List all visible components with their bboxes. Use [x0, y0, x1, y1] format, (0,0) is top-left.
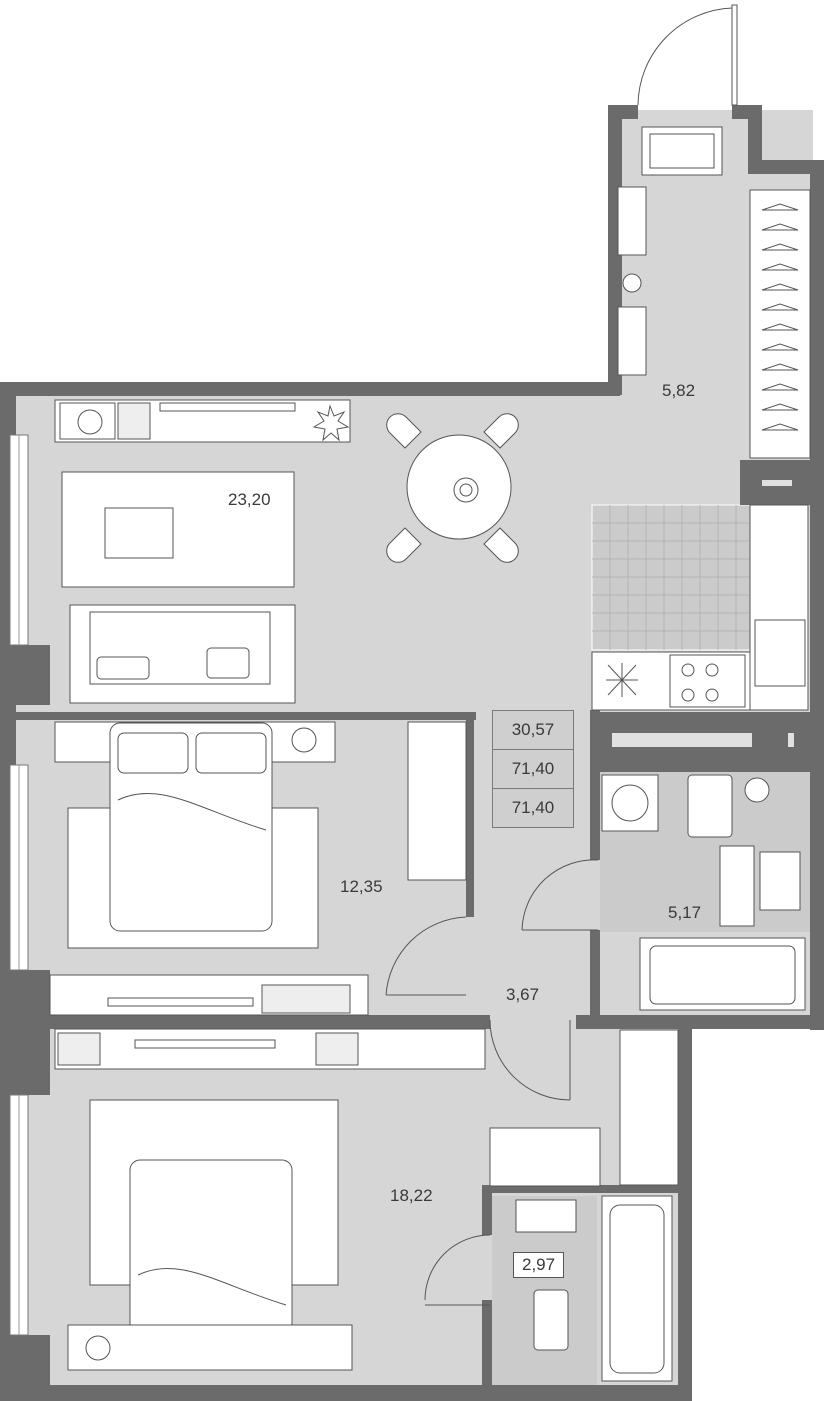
hangers — [761, 203, 799, 431]
total-area-value: 71,40 — [493, 750, 573, 789]
bathroom-fixtures — [515, 774, 806, 1351]
living-furniture — [54, 399, 519, 704]
area-hall: 5,82 — [662, 381, 696, 400]
master-furniture — [54, 1028, 679, 1382]
plant-icon — [312, 404, 350, 442]
wall-details — [612, 480, 794, 747]
total-area-value-2: 71,40 — [511, 798, 555, 817]
area-bedroom-small: 12,35 — [340, 877, 383, 896]
balcony-door — [637, 4, 738, 106]
doors — [385, 859, 599, 1306]
kitchen-units — [591, 504, 809, 711]
area-living-kitchen: 23,20 — [228, 490, 271, 509]
area-summary: 30,57 71,40 71,40 — [492, 710, 574, 828]
tile-grid — [592, 505, 750, 650]
area-corridor: 3,67 — [506, 985, 540, 1004]
living-area-value: 30,57 — [493, 711, 573, 750]
area-bathroom-ensuite: 2,97 — [513, 1252, 565, 1278]
bedroom-small-furniture — [49, 721, 467, 1016]
area-bathroom-main: 5,17 — [668, 903, 702, 922]
area-bedroom-master: 18,22 — [390, 1186, 433, 1205]
